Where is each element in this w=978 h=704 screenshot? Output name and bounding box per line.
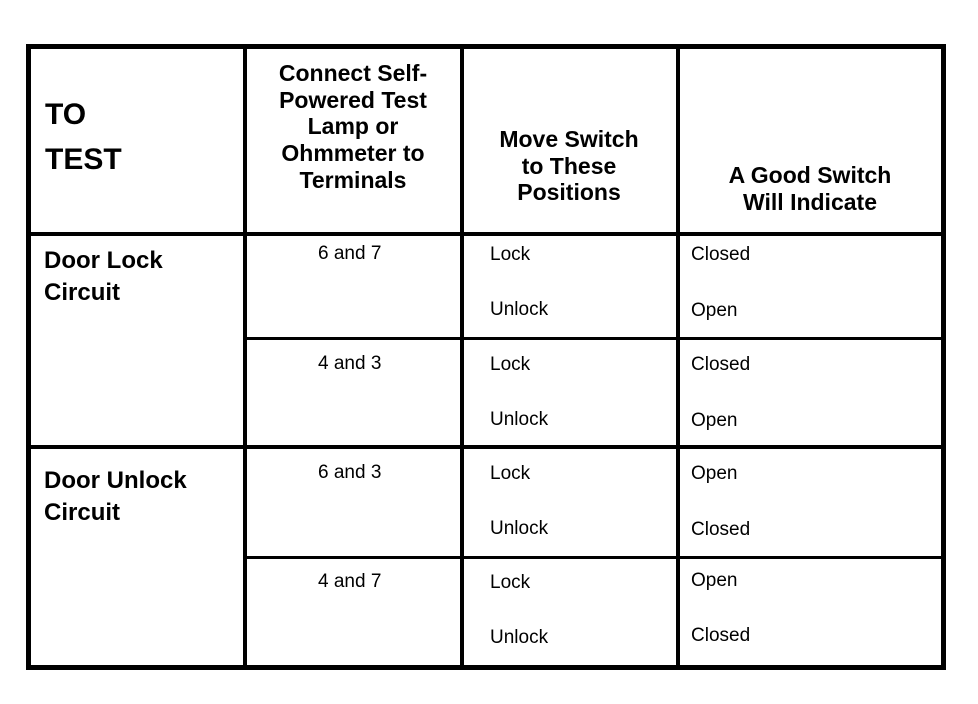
header-terminals-line-1: Connect Self- [278,60,428,86]
row-divider [243,556,946,559]
switch-test-table [26,44,946,670]
row-divider [243,337,946,340]
header-to-test-line-1: TO [45,98,87,131]
header-indicate-line-1: A Good Switch [728,162,892,188]
header-indicate-line-2: Will Indicate [743,188,877,215]
position-value: Lock [490,244,531,265]
position-value: Unlock [490,299,549,320]
position-value: Unlock [490,518,549,539]
group-label-door-unlock: Door Unlock Circuit [44,465,187,530]
header-to-test-line-2: TEST [45,143,122,176]
header-terminals-line-2: Powered Test [279,86,427,113]
header-indicate: A Good Switch Will Indicate [705,162,915,215]
result-value: Open [691,410,738,431]
header-terminals-line-5: Terminals [299,166,407,193]
header-positions-line-2: to These [521,152,617,179]
position-value: Unlock [490,409,549,430]
column-divider [243,44,247,670]
header-terminals-line-3: Lamp or [307,113,399,140]
group-label-door-lock: Door Lock Circuit [44,245,163,310]
result-value: Open [691,300,738,321]
group-label-line-2: Circuit [44,499,121,527]
header-terminals-line-4: Ohmmeter to [281,140,425,167]
header-positions-line-3: Positions [517,179,621,206]
column-divider [460,44,464,670]
terminals-value: 6 and 7 [318,243,382,264]
header-positions: Move Switch to These Positions [464,126,674,206]
position-value: Lock [490,463,531,484]
terminals-value: 4 and 7 [318,571,382,592]
result-value: Closed [691,625,751,646]
terminals-value: 6 and 3 [318,462,382,483]
result-value: Closed [691,354,751,375]
result-value: Open [691,570,738,591]
position-value: Lock [490,354,531,375]
header-to-test: TO TEST [45,92,122,182]
header-positions-line-1: Move Switch [499,126,639,152]
column-divider [676,44,680,670]
terminals-value: 4 and 3 [318,353,382,374]
header-terminals: Connect Self- Powered Test Lamp or Ohmme… [248,60,458,193]
result-value: Closed [691,519,751,540]
group-label-line-2: Circuit [44,279,121,307]
position-value: Unlock [490,627,549,648]
result-value: Open [691,463,738,484]
row-divider [26,445,946,449]
position-value: Lock [490,572,531,593]
group-label-line-1: Door Unlock [44,467,187,494]
group-label-line-1: Door Lock [44,247,163,274]
result-value: Closed [691,244,751,265]
row-divider [26,232,946,236]
